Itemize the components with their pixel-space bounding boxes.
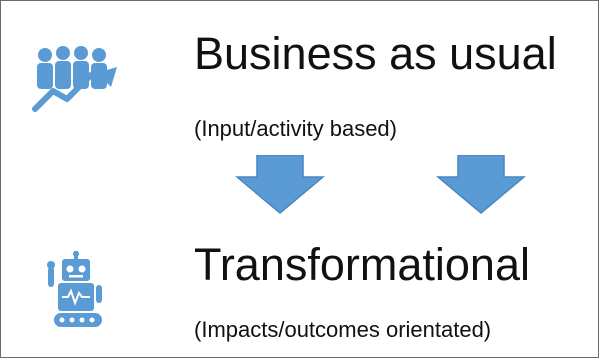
heading-business-as-usual: Business as usual bbox=[194, 28, 557, 79]
robot-icon bbox=[47, 251, 102, 327]
subtitle-impacts-outcomes: (Impacts/outcomes orientated) bbox=[194, 317, 492, 342]
subtitle-input-activity: (Input/activity based) bbox=[194, 116, 397, 141]
down-arrow-right bbox=[436, 155, 526, 214]
down-arrow-left bbox=[235, 155, 325, 214]
heading-transformational: Transformational bbox=[194, 239, 530, 290]
people-growth-icon bbox=[32, 46, 117, 112]
